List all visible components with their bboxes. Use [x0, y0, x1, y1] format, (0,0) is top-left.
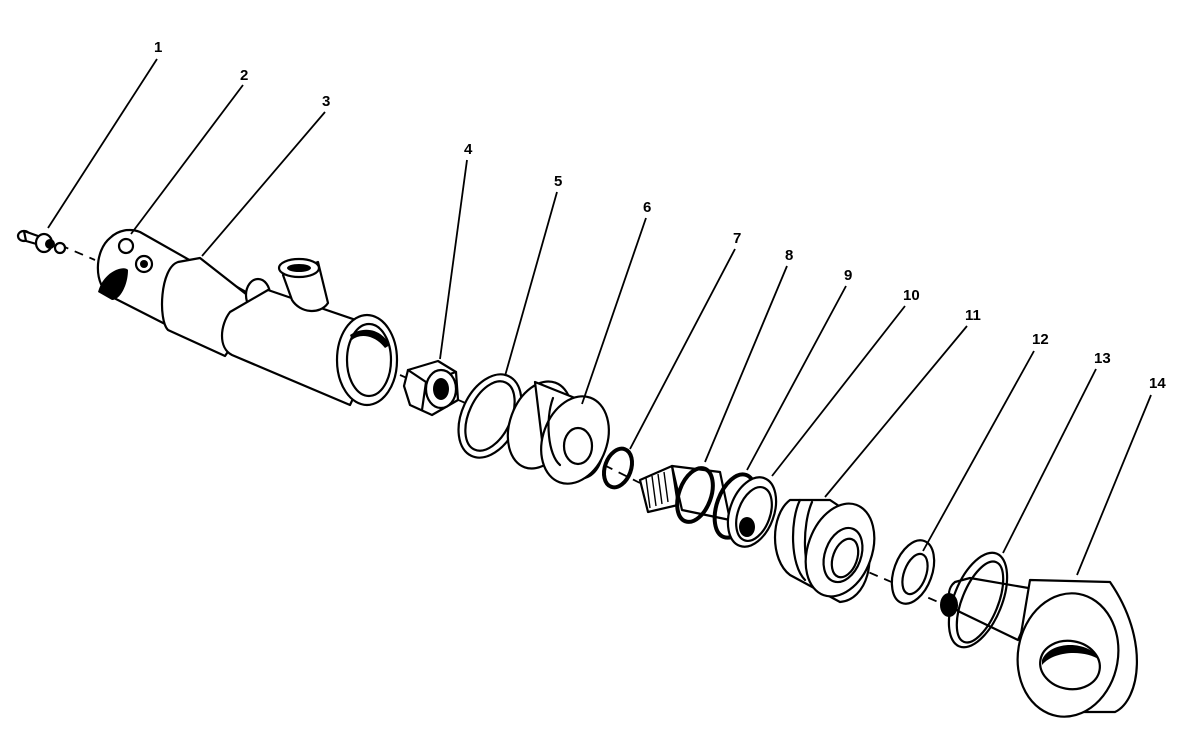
- callout-12: 12: [1032, 331, 1049, 348]
- leader-lines: [47, 58, 1152, 576]
- callout-5: 5: [554, 173, 562, 190]
- part-7-o-ring: [601, 446, 635, 490]
- part-3-housing: [96, 228, 399, 407]
- callout-labels: 1 2 3 4 5 6 7 8 9 10 11 12 13 14: [154, 39, 1166, 392]
- callout-9: 9: [844, 267, 852, 284]
- callout-7: 7: [733, 230, 741, 247]
- callout-6: 6: [643, 199, 651, 216]
- callout-14: 14: [1149, 375, 1166, 392]
- part-4-hex-nut: [402, 359, 460, 417]
- part-6-piston: [506, 380, 610, 485]
- callout-1: 1: [154, 39, 162, 56]
- callout-2: 2: [240, 67, 248, 84]
- callout-4: 4: [464, 141, 473, 158]
- callout-13: 13: [1094, 350, 1111, 367]
- part-12-seal: [890, 539, 936, 605]
- callout-3: 3: [322, 93, 330, 110]
- callout-11: 11: [965, 307, 981, 324]
- callout-10: 10: [903, 287, 920, 304]
- part-1-fitting: [16, 229, 67, 255]
- callout-8: 8: [785, 247, 793, 264]
- part-10-wiper-ring: [726, 476, 778, 548]
- part-14-rod-end: [940, 576, 1138, 718]
- part-13-retaining-ring: [947, 551, 1009, 649]
- part-2-o-ring: [117, 237, 135, 255]
- part-11-gland: [773, 498, 876, 604]
